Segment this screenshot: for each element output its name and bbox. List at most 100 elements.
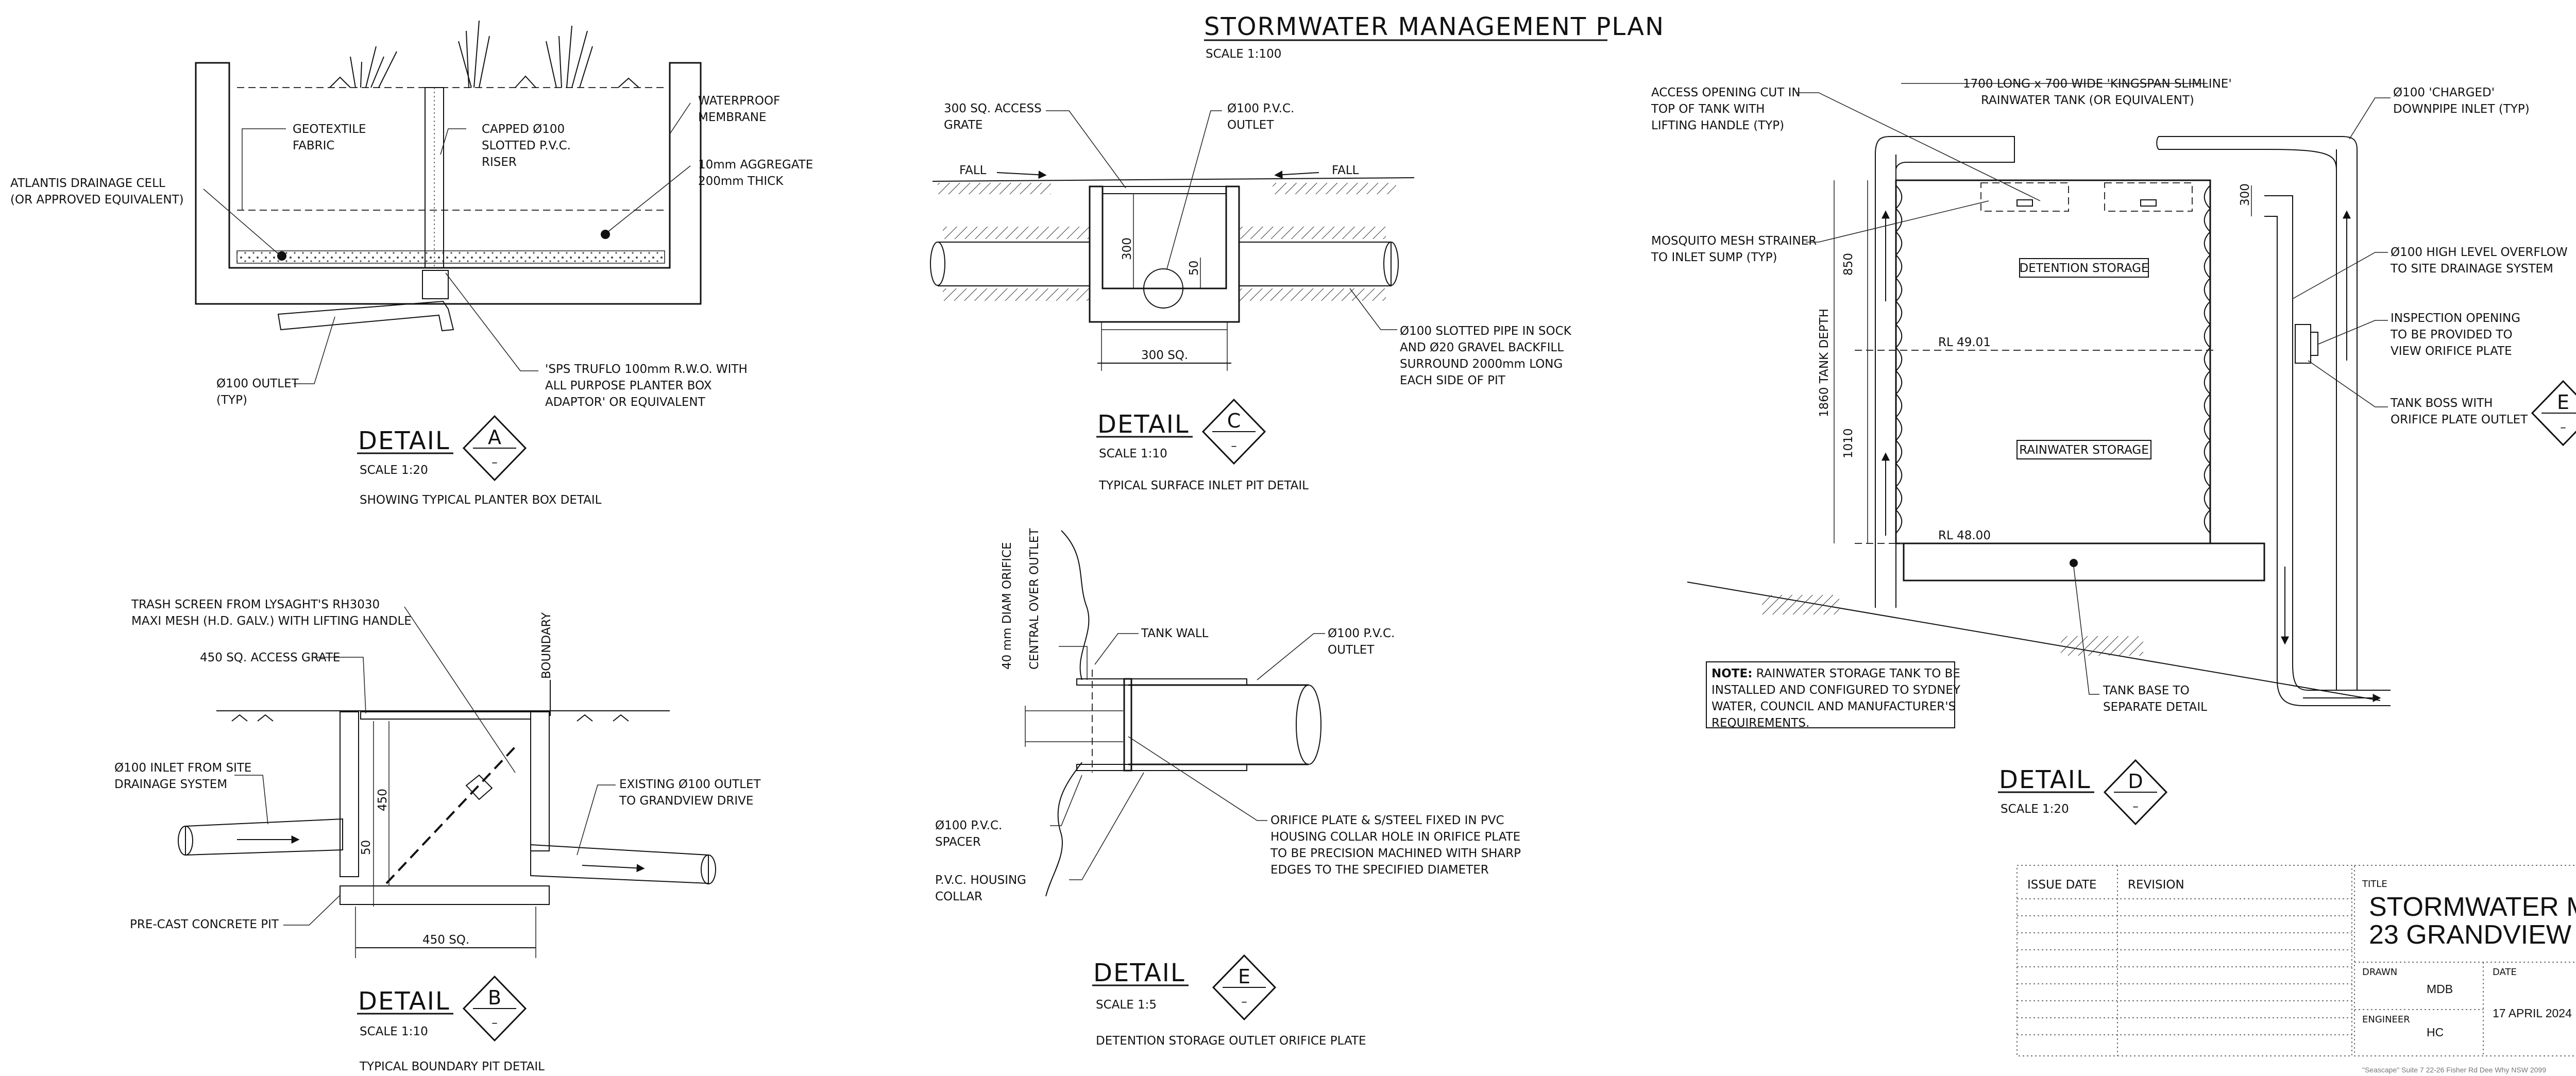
detail-e-diamond [1212, 954, 1277, 1021]
inlet-elbow-right [2156, 136, 2358, 170]
pit-wall-left [340, 711, 359, 877]
label-housing-2: COLLAR [935, 890, 982, 903]
engineer-value: HC [2427, 1026, 2444, 1039]
label-mosquito: MOSQUITO MESH STRAINER [1651, 234, 1817, 248]
label-overflow: Ø100 HIGH LEVEL OVERFLOW [2391, 246, 2568, 259]
label-outlet-c-2: OUTLET [1227, 118, 1274, 132]
detail-e-callout-diamond [2531, 380, 2576, 447]
label-tank-wall: TANK WALL [1141, 627, 1209, 640]
label-slotted: Ø100 SLOTTED PIPE IN SOCK [1400, 324, 1572, 338]
label-geotextile-2: FABRIC [293, 139, 334, 152]
leader-trash [404, 606, 516, 773]
date-value: 17 APRIL 2024 [2493, 1006, 2572, 1020]
tank-boss [2295, 324, 2311, 364]
leader-membrane [669, 103, 691, 134]
detail-c-drawing [930, 110, 1415, 371]
detail-c-word: DETAIL [1097, 410, 1190, 439]
outlet-pipe-a [277, 300, 454, 332]
label-inlet-b-2: DRAINAGE SYSTEM [114, 778, 227, 791]
gravel-c-2 [943, 288, 1090, 301]
label-orifice: ORIFICE PLATE & S/STEEL FIXED IN PVC [1270, 814, 1504, 827]
detail-e-callout-letter: E [2557, 391, 2569, 414]
flow-arrow-out [582, 864, 645, 873]
label-outlet-c: Ø100 P.V.C. [1227, 102, 1294, 115]
label-grate-b: 450 SQ. ACCESS GRATE [200, 651, 340, 664]
label-base-2: SEPARATE DETAIL [2103, 701, 2207, 714]
label-overflow-2: TO SITE DRAINAGE SYSTEM [2390, 262, 2553, 276]
label-boss: TANK BOSS WITH [2390, 397, 2493, 410]
rainwater-box [2016, 440, 2151, 459]
detail-d-letter: D [2128, 770, 2143, 793]
break-line-bottom [1045, 762, 1082, 897]
detail-a-dash: – [492, 456, 498, 469]
lifting-handle [465, 774, 493, 800]
aggregate-dot [601, 230, 610, 239]
detail-c-labels: 300 SQ. ACCESS GRATE Ø100 P.V.C. OUTLET … [944, 102, 1572, 387]
leader-inspection [2318, 320, 2388, 345]
detail-a-drawing [195, 20, 702, 384]
inlet-pipe-end [178, 826, 193, 856]
leader-mosquito [1806, 200, 1989, 243]
label-mosquito-2: TO INLET SUMP (TYP) [1651, 251, 1777, 264]
title-label: TITLE [2362, 879, 2387, 890]
label-trash: TRASH SCREEN FROM LYSAGHT'S RH3030 [131, 598, 380, 611]
outlet-pipe-b [530, 844, 709, 884]
tank-base [1903, 542, 2265, 582]
gravel-c-1 [943, 227, 1090, 239]
label-capped-2: SLOTTED P.V.C. [482, 139, 571, 152]
leader-base [2073, 566, 2099, 695]
label-outlet-e: Ø100 P.V.C. [1328, 627, 1395, 640]
leader-diam [1059, 646, 1088, 680]
leader-overflow [2292, 252, 2388, 299]
label-rl-4800: RL 48.00 [1938, 529, 1991, 542]
label-inlet-b: Ø100 INLET FROM SITE [114, 761, 251, 775]
handle-1 [2016, 199, 2033, 207]
housing-collar-top [1076, 678, 1247, 686]
drain-cell-dot [277, 251, 286, 261]
label-charged: Ø100 'CHARGED' [2393, 86, 2495, 99]
label-slotted-2: AND Ø20 GRAVEL BACKFILL [1400, 341, 1564, 354]
label-existing: EXISTING Ø100 OUTLET [619, 778, 761, 791]
page-scale: SCALE 1:100 [1206, 47, 1281, 61]
fall-arrow-l [996, 170, 1047, 179]
label-sps-3: ADAPTOR' OR EQUIVALENT [545, 396, 706, 409]
revision-rows [2017, 898, 2352, 1035]
label-access: ACCESS OPENING CUT IN [1651, 86, 1801, 99]
label-rainwater: RAINWATER STORAGE [2019, 443, 2149, 457]
firm-address: "Seascape" Suite 7 22-26 Fisher Rd Dee W… [2362, 1066, 2546, 1074]
label-orifice-3: TO BE PRECISION MACHINED WITH SHARP [1270, 847, 1521, 860]
detail-a-diamond [462, 415, 527, 482]
label-tank-2: RAINWATER TANK (OR EQUIVALENT) [1981, 94, 2194, 107]
label-inspection-2: TO BE PROVIDED TO [2390, 328, 2513, 341]
outlet-pipe-c [1143, 268, 1183, 309]
plant-1 [350, 46, 397, 88]
label-atlantis-2: (OR APPROVED EQUIVALENT) [10, 193, 184, 207]
detail-e-scale: SCALE 1:5 [1096, 998, 1157, 1012]
label-boss-2: ORIFICE PLATE OUTLET [2391, 413, 2528, 426]
pit-wall-right [530, 711, 550, 851]
detail-b-labels: TRASH SCREEN FROM LYSAGHT'S RH3030 MAXI … [114, 598, 761, 947]
title-block-frame [2354, 865, 2576, 1056]
outlet-pipe-end [701, 855, 716, 884]
label-fall-right: FALL [1332, 164, 1359, 177]
planting-mounds [329, 75, 639, 88]
dim-tank-depth: 1860 TANK DEPTH [1818, 309, 1831, 417]
ground-hatch-c-l [938, 183, 1051, 194]
detail-a-letter: A [488, 426, 501, 449]
detail-a-tag: DETAIL A – SCALE 1:20 SHOWING TYPICAL PL… [357, 415, 602, 507]
label-inspection-3: VIEW ORIFICE PLATE [2391, 345, 2512, 358]
detail-d-labels: ACCESS OPENING CUT IN TOP OF TANK WITH L… [1651, 77, 2576, 730]
label-central: CENTRAL OVER OUTLET [1028, 528, 1041, 670]
leader-boss [2308, 360, 2388, 407]
label-orifice-diam: 40 mm DIAM ORIFICE [1001, 542, 1014, 670]
detention-box [2019, 258, 2149, 278]
page-title-group: STORMWATER MANAGEMENT PLAN SCALE 1:100 [1204, 12, 1664, 61]
leader-aggregate [607, 165, 691, 232]
detail-b-drawing [178, 606, 716, 958]
detail-e-labels: 40 mm DIAM ORIFICE CENTRAL OVER OUTLET T… [935, 528, 1521, 903]
leader-spacer [1050, 775, 1082, 826]
detail-d-drawing [1687, 83, 2391, 706]
inspection-cap [2310, 332, 2318, 356]
label-aggregate-2: 200mm THICK [698, 175, 784, 188]
